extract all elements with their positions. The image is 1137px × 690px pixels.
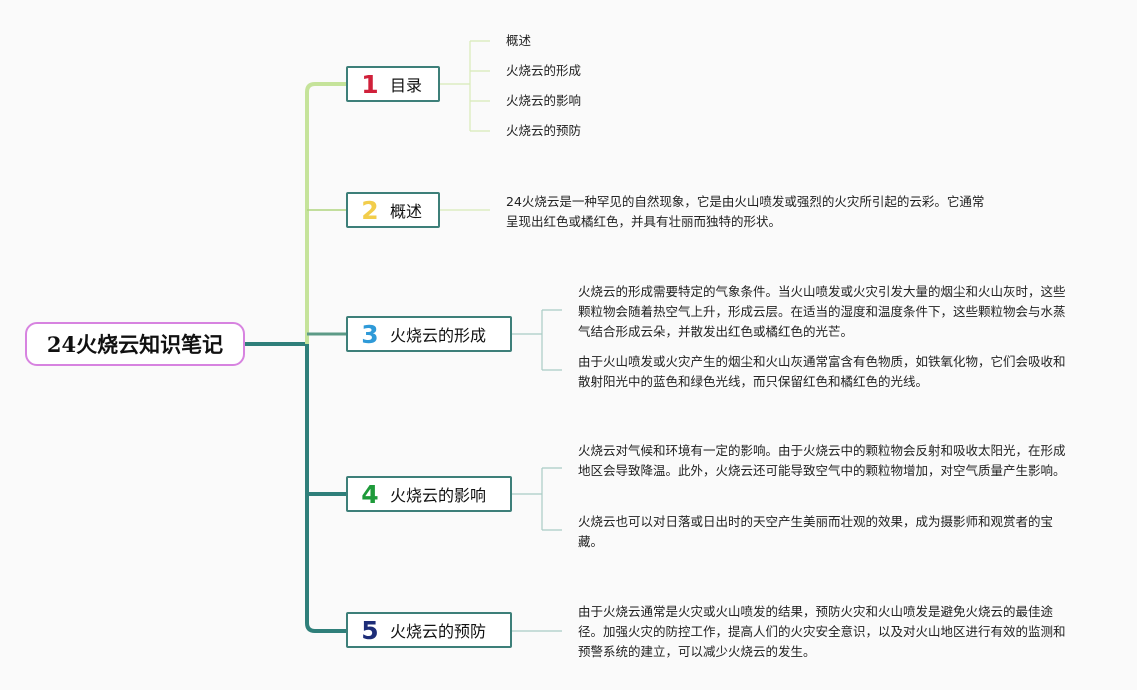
overview-paragraph: 24火烧云是一种罕见的自然现象，它是由火山喷发或强烈的火灾所引起的云彩。它通常呈… [506,194,985,229]
branch-label-prevention: 火烧云的预防 [390,622,487,641]
branch-label-impact: 火烧云的影响 [390,486,487,505]
connector-trunk-lower [305,344,346,633]
toc-item-formation[interactable]: 火烧云的形成 [506,63,582,78]
branch-number-4: 4 [361,479,379,509]
branch-label-toc: 目录 [390,76,423,95]
impact-paragraph-1: 火烧云对气候和环境有一定的影响。由于火烧云中的颗粒物会反射和吸收太阳光，在形成地… [578,443,1066,478]
root-node[interactable]: 24火烧云知识笔记 [25,322,245,366]
branch-number-3: 3 [361,319,379,349]
branch-node-overview[interactable]: 2 概述 [346,192,440,228]
connector-formation-text [512,309,562,371]
root-title: 24火烧云知识笔记 [46,332,224,357]
connector-toc-items [440,40,490,132]
toc-item-prevention[interactable]: 火烧云的预防 [506,123,582,138]
toc-item-impact[interactable]: 火烧云的影响 [506,93,582,108]
impact-paragraph-2: 火烧云也可以对日落或日出时的天空产生美丽而壮观的效果，成为摄影师和观赏者的宝藏。 [578,514,1054,549]
branch-node-formation[interactable]: 3 火烧云的形成 [346,316,512,352]
connector-impact-text [512,467,562,531]
formation-paragraph-1: 火烧云的形成需要特定的气象条件。当火山喷发或火灾引发大量的烟尘和火山灰时，这些颗… [578,284,1066,339]
branch-number-5: 5 [361,615,379,645]
formation-paragraph-2: 由于火山喷发或火灾产生的烟尘和火山灰通常富含有色物质，如铁氧化物，它们会吸收和散… [578,354,1066,389]
branch-node-toc[interactable]: 1 目录 [346,66,440,102]
branch-number-1: 1 [361,69,379,99]
branch-label-formation: 火烧云的形成 [390,326,487,345]
connector-trunk-upper [305,82,346,344]
branch-number-2: 2 [361,195,379,225]
branch-label-overview: 概述 [390,202,423,221]
prevention-paragraph: 由于火烧云通常是火灾或火山喷发的结果，预防火灾和火山喷发是避免火烧云的最佳途径。… [578,604,1066,659]
toc-item-overview[interactable]: 概述 [506,33,532,48]
branch-node-impact[interactable]: 4 火烧云的影响 [346,476,512,512]
branch-node-prevention[interactable]: 5 火烧云的预防 [346,612,512,648]
